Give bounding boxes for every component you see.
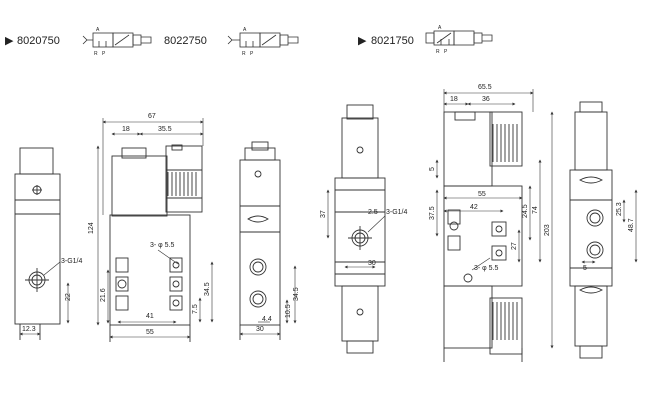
dim-36: 36	[482, 96, 490, 103]
dim-port-g14-left: 3-G1/4	[61, 258, 83, 265]
left-side-view-dims	[19, 261, 70, 336]
symbol-port-r-2: R	[242, 51, 246, 57]
dim-2-5: 2.5	[368, 209, 378, 216]
right-side-view-dims	[326, 189, 386, 269]
symbol-port-a-2: A	[243, 27, 247, 33]
dim-18-right: 18	[450, 96, 458, 103]
header-code-8020750: 8020750	[17, 35, 60, 47]
dim-18-left: 18	[122, 126, 130, 133]
dim-65-5: 65.5	[478, 84, 492, 91]
symbol-port-p: P	[102, 51, 106, 57]
right-front-view	[443, 111, 523, 362]
dim-12-3: 12.3	[22, 326, 36, 333]
left-rear-view	[239, 141, 281, 340]
dim-27: 27	[511, 242, 518, 250]
dim-55-right: 55	[478, 191, 486, 198]
right-side-view	[334, 104, 386, 354]
symbol-port-p-2: P	[250, 51, 254, 57]
left-front-view	[109, 144, 203, 342]
right-rear-view	[569, 101, 613, 359]
dim-10-5: 10.5	[285, 304, 292, 318]
header-code-8022750: 8022750	[164, 35, 207, 47]
valve-symbol-8020750: A R P	[82, 27, 152, 57]
left-rear-view-dims	[239, 265, 297, 336]
valve-symbol-8021750: A R P	[425, 25, 493, 55]
dim-5-a: 5	[429, 167, 436, 171]
dim-30-left: 30	[256, 326, 264, 333]
valve-symbol-8022750: A R P	[227, 27, 299, 57]
dim-35-5: 35.5	[158, 126, 172, 133]
symbol-port-r-3: R	[436, 49, 440, 55]
header-8022750: 8022750 A R P	[164, 27, 299, 57]
dim-7-5: 7.5	[192, 304, 199, 314]
dim-67: 67	[148, 113, 156, 120]
dim-37-5: 37.5	[429, 206, 436, 220]
symbol-port-a-3: A	[438, 25, 442, 31]
dim-22: 22	[65, 293, 72, 301]
header-8020750: ▶ 8020750 A R P	[5, 27, 152, 57]
right-rear-view-dims	[581, 189, 638, 264]
dim-124: 124	[88, 222, 95, 234]
dim-48-7: 48.7	[628, 218, 635, 232]
header-8021750: ▶ 8021750 A R P	[358, 25, 493, 55]
dim-25-3: 25.3	[616, 202, 623, 216]
right-front-view-dims	[435, 89, 554, 349]
header-marker-1: ▶	[5, 35, 14, 47]
dim-42: 42	[470, 204, 478, 211]
symbol-port-r: R	[94, 51, 98, 57]
dim-55: 55	[146, 329, 154, 336]
dim-34-5-b: 34.5	[293, 287, 300, 301]
dim-5-b: 5	[583, 265, 587, 272]
dim-74: 74	[532, 206, 539, 214]
dim-37: 37	[320, 210, 327, 218]
dim-30-right: 30	[368, 260, 376, 267]
left-side-view	[14, 147, 61, 340]
dim-holes-right: 3- φ 5.5	[474, 265, 498, 272]
dim-holes-left: 3- φ 5.5	[150, 242, 174, 249]
left-front-view-dims	[96, 118, 214, 339]
symbol-port-a: A	[96, 27, 100, 33]
dim-4-4: 4.4	[262, 316, 272, 323]
dim-24-5: 24.5	[522, 204, 529, 218]
dim-41: 41	[146, 313, 154, 320]
dim-34-5-a: 34.5	[204, 282, 211, 296]
header-marker-3: ▶	[358, 35, 367, 47]
dim-203: 203	[544, 224, 551, 236]
dim-port-g14-right: 3-G1/4	[386, 209, 408, 216]
header-code-8021750: 8021750	[371, 35, 414, 47]
dim-21-6: 21.6	[100, 288, 107, 302]
symbol-port-p-3: P	[444, 49, 448, 55]
